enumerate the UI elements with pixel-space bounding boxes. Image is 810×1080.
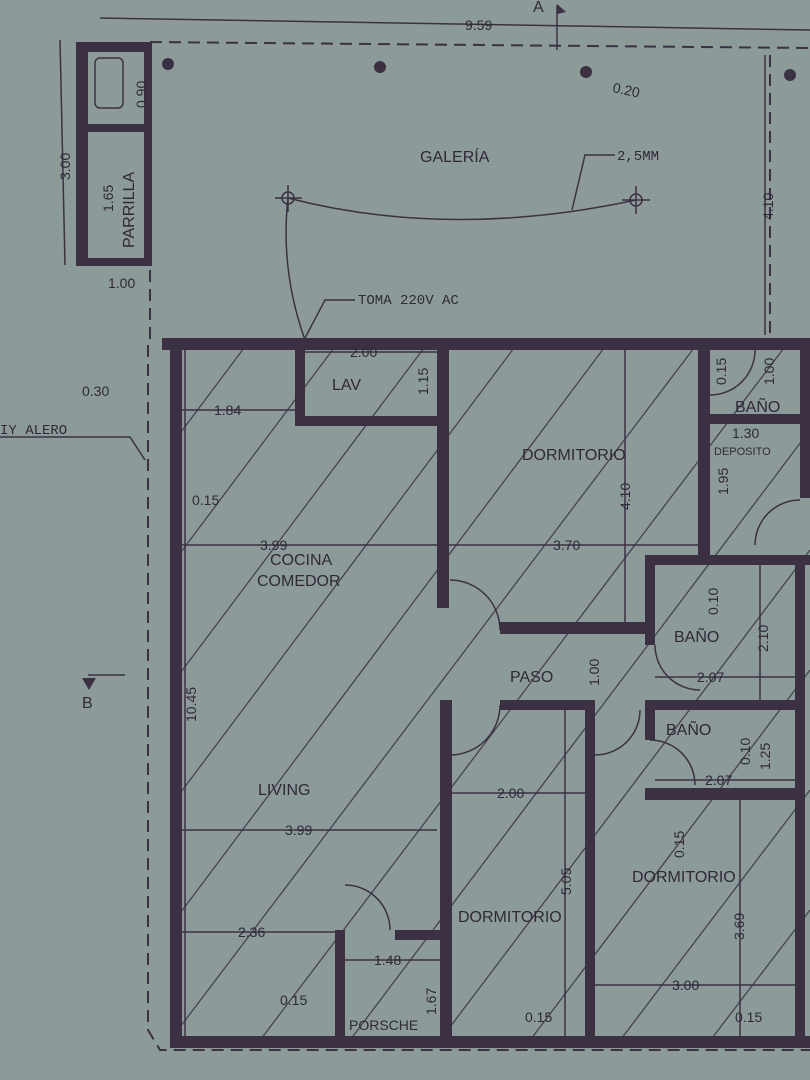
room-label-porsche: PORSCHE <box>349 1017 418 1033</box>
door-swing <box>449 704 501 756</box>
room-label-paso: PASO <box>510 669 553 686</box>
alero-leader <box>0 436 146 461</box>
column <box>374 61 386 73</box>
room-label-parrilla: PARRILLA <box>121 171 138 248</box>
light-fixture-icon <box>275 185 302 212</box>
dim-label: 0.10 <box>705 588 721 615</box>
dim-label: 0.30 <box>82 383 109 399</box>
dim-label: 0.15 <box>280 992 307 1008</box>
dim-label: 1.67 <box>423 988 439 1015</box>
dim-label: 9.59 <box>465 17 492 33</box>
notes: TOMA 220V AC 2,5MM IY ALERO A B <box>0 0 659 712</box>
light-fixture-icon <box>622 186 650 214</box>
sink-icon <box>94 57 124 109</box>
note-alero: IY ALERO <box>0 423 67 439</box>
dim-label: 2.00 <box>350 344 377 360</box>
cable-to-outlet <box>285 197 306 341</box>
section-a-marker <box>557 4 566 14</box>
dim-label: 1.00 <box>586 659 602 686</box>
door-swing <box>649 739 696 786</box>
door-swing <box>709 349 756 396</box>
dim-label: 4.10 <box>760 193 776 220</box>
room-label-comedor: COMEDOR <box>257 573 341 590</box>
dim-label: 1.30 <box>732 425 759 441</box>
dim-label: 1.00 <box>108 275 135 291</box>
dim-label: 4.10 <box>617 483 633 510</box>
note-cable: 2,5MM <box>617 149 659 165</box>
door-swing <box>344 884 391 931</box>
room-label-dormitorio: DORMITORIO <box>458 909 562 926</box>
section-b-label: B <box>82 695 93 712</box>
dim-label: 5.05 <box>558 868 574 895</box>
room-label-galeria: GALERÍA <box>420 147 490 166</box>
dim-label: 1.48 <box>374 952 401 968</box>
cable-line <box>287 197 637 221</box>
door-swing <box>594 709 641 756</box>
dim-label: 0.15 <box>525 1009 552 1025</box>
dim-label: 1.95 <box>715 468 731 495</box>
note-toma: TOMA 220V AC <box>358 293 459 309</box>
dim-label: 3.00 <box>57 153 73 180</box>
dim-label: 2.07 <box>697 669 724 685</box>
dimension-lines <box>59 39 795 1036</box>
leader-lines <box>304 154 615 339</box>
room-label-deposito: DEPOSITO <box>714 446 771 458</box>
dim-label: 2.10 <box>755 625 771 652</box>
room-labels: GALERÍA PARRILLA LAV DORMITORIO BAÑO DEP… <box>121 147 780 1033</box>
column <box>580 66 592 78</box>
dim-label: 0.90 <box>133 81 149 108</box>
dim-label: 0.20 <box>611 79 641 100</box>
room-label-cocina: COCINA <box>270 552 333 569</box>
dim-label: 2.36 <box>238 924 265 940</box>
dimension-labels: 9.59 0.20 3.00 0.90 1.65 4.10 1.00 0.30 … <box>57 17 777 1025</box>
dim-label: 2.07 <box>705 772 732 788</box>
dim-label: 3.00 <box>672 977 699 993</box>
dim-label: 3.69 <box>731 913 747 940</box>
door-swing <box>754 499 801 546</box>
door-swing <box>449 579 501 631</box>
dim-label: 1.65 <box>100 185 116 212</box>
dimension-line-top <box>99 17 810 31</box>
room-label-dormitorio: DORMITORIO <box>522 447 626 464</box>
section-b-marker <box>82 678 96 690</box>
dim-label: 3.99 <box>285 822 312 838</box>
room-label-dormitorio: DORMITORIO <box>632 869 736 886</box>
columns <box>162 58 796 81</box>
section-a-label: A <box>533 0 544 16</box>
roof-outline <box>147 41 810 1051</box>
dim-label: 1.25 <box>757 743 773 770</box>
dim-label: 1.00 <box>761 358 777 385</box>
room-label-bano: BAÑO <box>735 396 780 416</box>
column <box>162 58 174 70</box>
dim-label: 1.15 <box>415 368 431 395</box>
dim-label: 3.99 <box>260 537 287 553</box>
room-label-bano: BAÑO <box>666 719 711 739</box>
door-swing <box>654 644 701 691</box>
dim-label: 0.15 <box>671 831 687 858</box>
dim-label: 3.70 <box>553 537 580 553</box>
room-label-living: LIVING <box>258 782 310 799</box>
walls <box>162 338 810 1048</box>
room-label-bano: BAÑO <box>674 626 719 646</box>
dim-label: 2.00 <box>497 785 524 801</box>
dim-label: 0.10 <box>737 738 753 765</box>
dim-label: 0.15 <box>735 1009 762 1025</box>
dim-label: 0.15 <box>192 492 219 508</box>
column <box>784 69 796 81</box>
dim-label: 10.45 <box>183 687 199 722</box>
room-label-lav: LAV <box>332 377 361 394</box>
dim-label: 1.84 <box>214 402 241 418</box>
dim-label: 0.15 <box>713 358 729 385</box>
